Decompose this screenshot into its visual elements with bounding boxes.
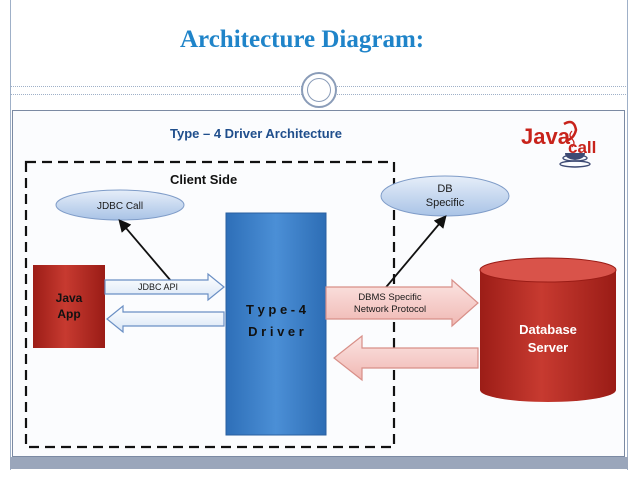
architecture-diagram: Type – 4 Driver Architecture Java call C… bbox=[12, 110, 626, 458]
network-protocol-arrow bbox=[325, 278, 479, 328]
jdbc-api-arrow bbox=[104, 272, 225, 302]
java-app-line2: App bbox=[57, 307, 80, 321]
server-line2: Server bbox=[528, 340, 568, 355]
jdbc-call-label: JDBC Call bbox=[97, 201, 143, 212]
db-specific-line1: DB bbox=[437, 183, 452, 195]
jdbc-return-arrow bbox=[106, 304, 225, 334]
diagram-heading: Type – 4 Driver Architecture bbox=[170, 126, 342, 141]
server-line1: Database bbox=[519, 322, 577, 337]
protocol-line1: DBMS Specific bbox=[358, 292, 422, 303]
db-specific-line2: Specific bbox=[426, 197, 465, 209]
slide-frame bbox=[10, 0, 628, 470]
client-side-boundary bbox=[24, 160, 396, 449]
driver-line2: D r i v e r bbox=[248, 324, 304, 339]
java-app-line1: Java bbox=[56, 291, 83, 305]
logo-text: Java bbox=[521, 124, 571, 149]
db-specific-bubble bbox=[380, 175, 510, 217]
divider-ring-ornament bbox=[301, 72, 337, 108]
driver-line1: T y p e - 4 bbox=[246, 302, 307, 317]
java2call-logo: Java call bbox=[521, 120, 596, 168]
logo-suffix: call bbox=[568, 138, 596, 157]
database-return-arrow bbox=[333, 334, 479, 382]
java-app-box bbox=[33, 265, 105, 348]
client-side-label: Client Side bbox=[170, 172, 237, 187]
coffee-cup-icon bbox=[559, 130, 591, 168]
type4-driver-box bbox=[225, 212, 327, 436]
jdbc-api-label: JDBC API bbox=[138, 282, 178, 292]
slide-title: Architecture Diagram: bbox=[180, 26, 425, 53]
protocol-line2: Network Protocol bbox=[354, 304, 426, 315]
database-server-cylinder bbox=[479, 257, 617, 402]
db-specific-pointer-arrow bbox=[381, 215, 447, 293]
slide-footer-bar bbox=[10, 457, 628, 469]
jdbc-call-pointer-arrow bbox=[118, 219, 178, 289]
